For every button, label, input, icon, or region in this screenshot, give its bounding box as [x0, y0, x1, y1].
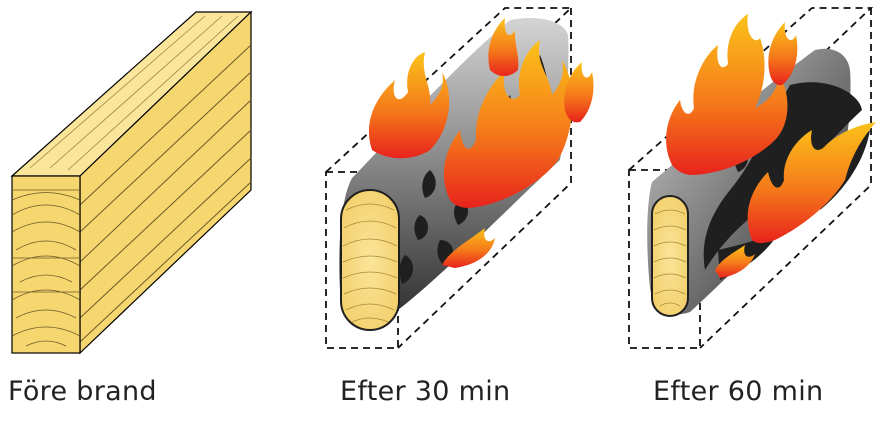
flame-left-30: [368, 52, 450, 159]
flame-top-left-60: [666, 14, 788, 175]
caption-after-30-min: Efter 30 min: [340, 376, 511, 407]
flame-top-right-60: [768, 22, 798, 86]
flame-bottom-30: [442, 228, 495, 268]
flame-center-30: [443, 40, 573, 208]
flames-60: [666, 14, 876, 278]
caption-before-fire: Före brand: [8, 376, 157, 407]
beam-after-60-min: [628, 7, 876, 349]
flames-30: [368, 18, 594, 268]
remaining-section-30: [340, 189, 400, 331]
caption-after-60-min: Efter 60 min: [653, 376, 824, 407]
flame-small-60: [715, 245, 755, 278]
beam-after-30-min: [325, 7, 594, 349]
beam-top-grain: [29, 15, 239, 171]
flame-right-60: [747, 122, 876, 243]
beam-end-rings: [11, 189, 81, 347]
remaining-section-60: [651, 195, 689, 317]
beam-before-fire: [10, 10, 253, 355]
beam-end-face: [11, 175, 81, 354]
flame-right-30: [564, 62, 594, 123]
flame-top-30: [488, 18, 519, 76]
beam-side-grain: [79, 44, 252, 343]
